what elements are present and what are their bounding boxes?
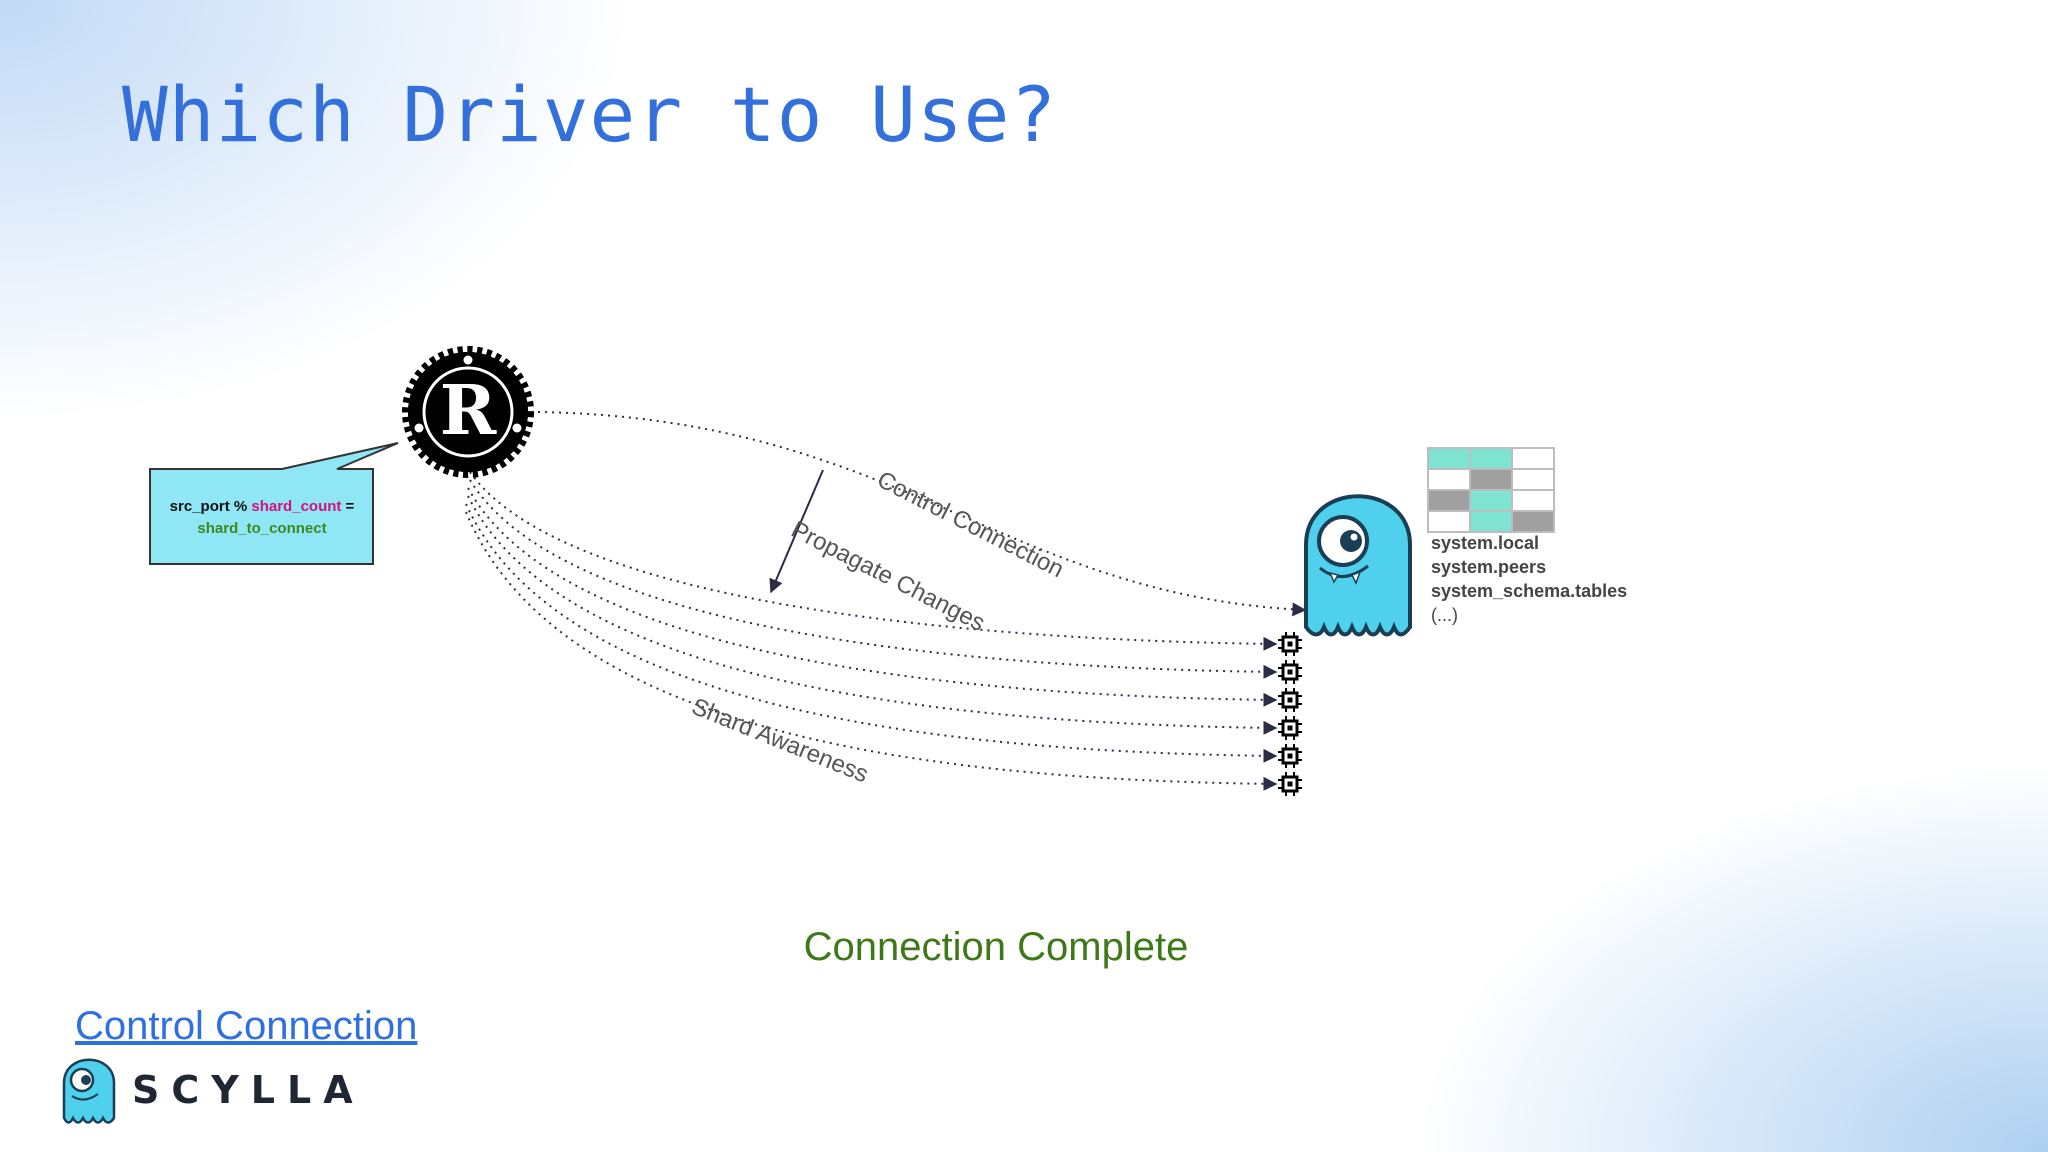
shard-connection-line bbox=[465, 511, 1278, 791]
shard-connection-line bbox=[465, 503, 1278, 763]
cpu-chip-icon bbox=[1276, 658, 1304, 686]
scylla-logo-icon bbox=[62, 1058, 116, 1124]
cpu-chip-icon bbox=[1276, 686, 1304, 714]
scylla-brand-name: SCYLLA bbox=[132, 1068, 365, 1112]
svg-text:R: R bbox=[440, 371, 497, 451]
system-table-item: system_schema.tables bbox=[1431, 581, 1628, 601]
connection-status: Connection Complete bbox=[803, 925, 1189, 969]
system-table-item: (...) bbox=[1431, 605, 1458, 625]
formula-shard-to-connect: shard_to_connect bbox=[197, 520, 327, 537]
formula-shard-count: shard_count bbox=[251, 498, 342, 515]
cpu-chip-icon bbox=[1276, 630, 1304, 658]
shard-connection-line bbox=[469, 479, 1278, 679]
system-table-item: system.local bbox=[1431, 533, 1540, 553]
formula-src-port: src_port % bbox=[169, 498, 252, 515]
system-tables-list: system.local system.peers system_schema.… bbox=[1431, 531, 1627, 627]
rust-logo-icon: R bbox=[402, 346, 534, 478]
slide-title: Which Driver to Use? bbox=[122, 70, 1058, 159]
control-connection-link[interactable]: Control Connection bbox=[75, 1004, 418, 1048]
cpu-chip-icon bbox=[1276, 714, 1304, 742]
scylla-monster-icon bbox=[1304, 494, 1412, 637]
shard-connection-line bbox=[467, 495, 1278, 735]
table-grid-icon bbox=[1427, 447, 1555, 533]
shard-chips bbox=[1276, 630, 1304, 798]
propagate-changes-arrow bbox=[769, 469, 824, 594]
callout-formula: src_port % shard_count = shard_to_connec… bbox=[152, 496, 372, 540]
cpu-chip-icon bbox=[1276, 770, 1304, 798]
system-table-item: system.peers bbox=[1431, 557, 1547, 577]
cpu-chip-icon bbox=[1276, 742, 1304, 770]
formula-equals: = bbox=[341, 498, 355, 515]
callout-bubble bbox=[149, 442, 399, 565]
